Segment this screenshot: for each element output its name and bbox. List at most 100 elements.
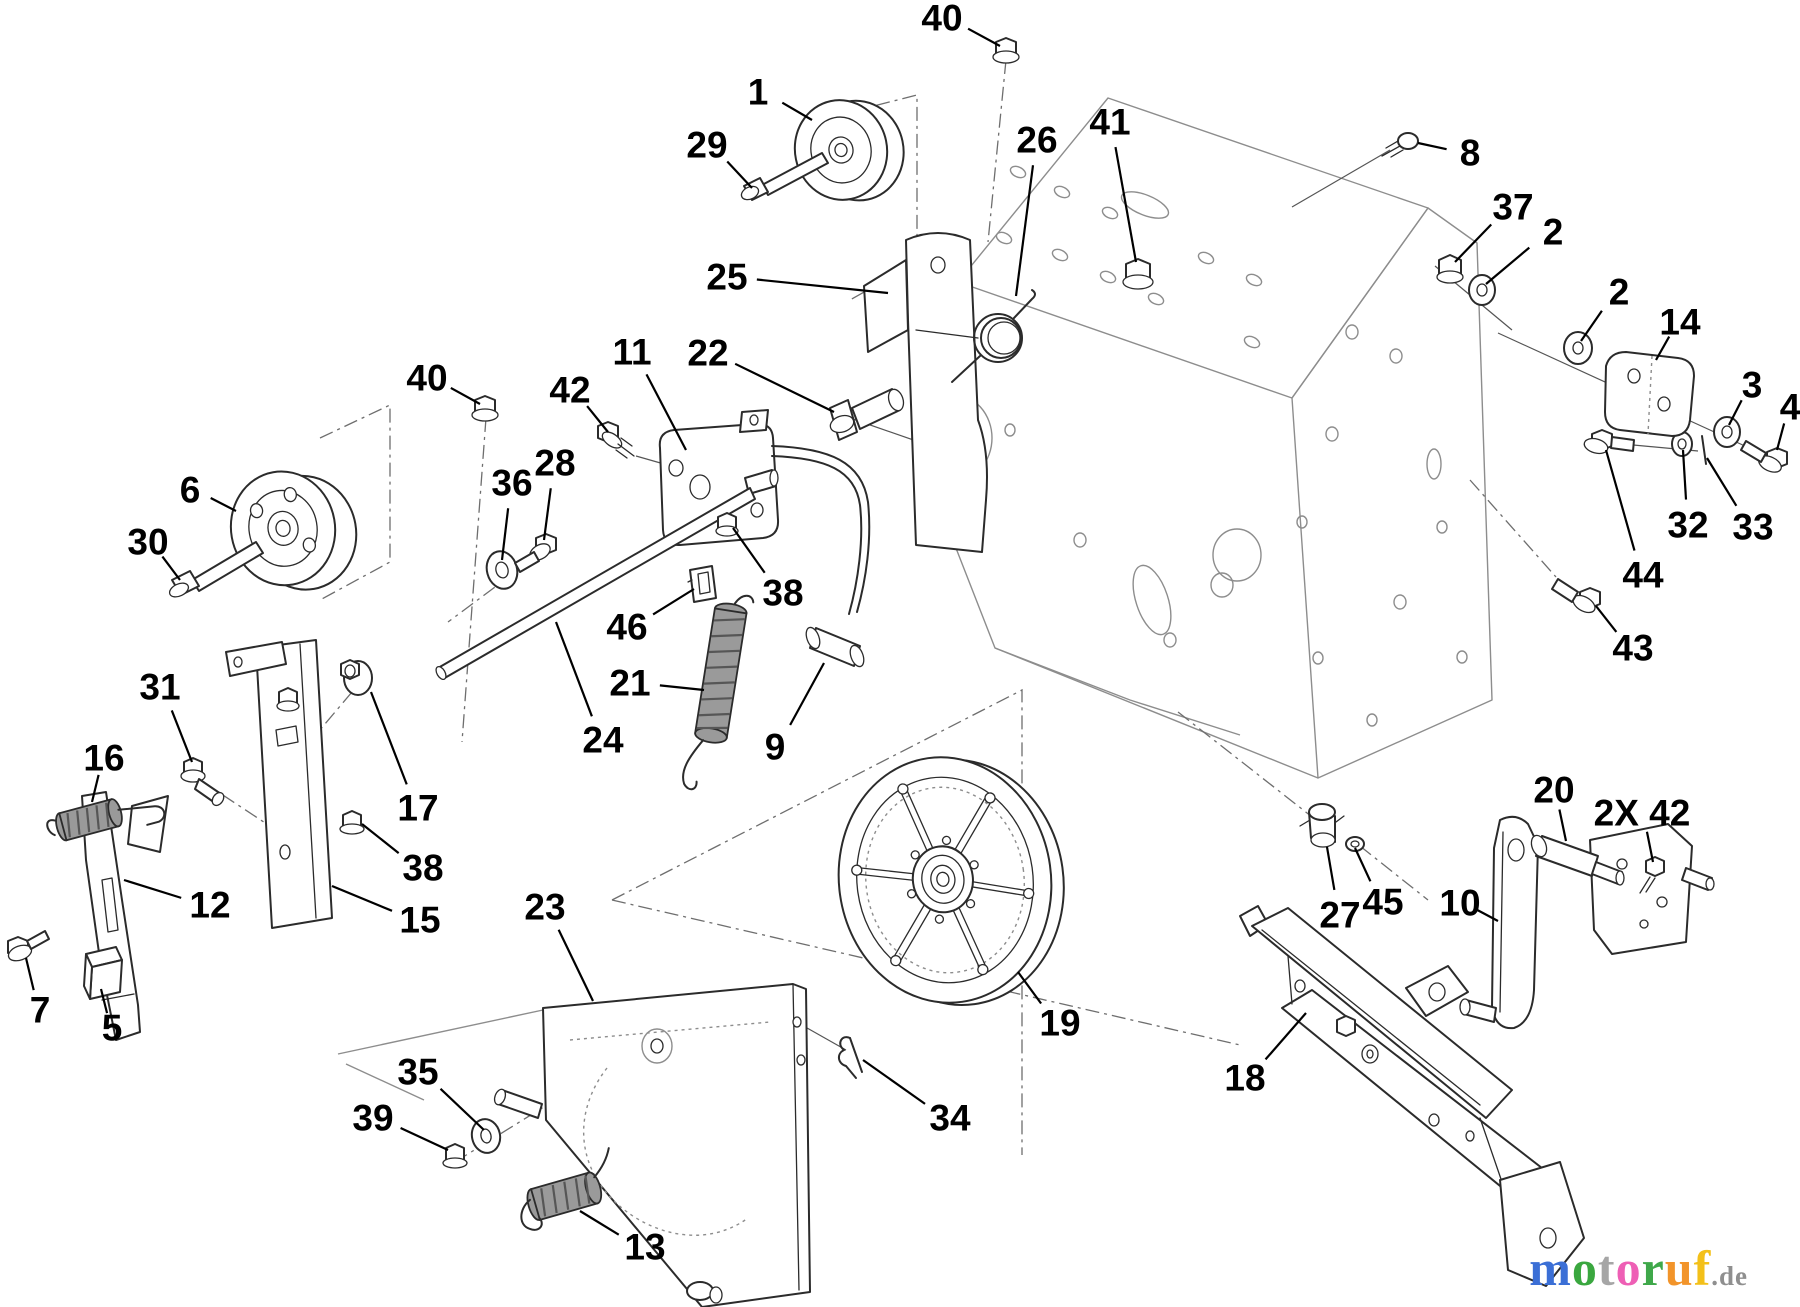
axle-rod-24: [435, 487, 756, 681]
washer-3: [1713, 416, 1741, 448]
leader-line: [123, 878, 182, 899]
leader-line: [170, 710, 194, 763]
flange-nut-39: [442, 1143, 468, 1169]
watermark-letter: u: [1664, 1240, 1694, 1296]
friction-pad-5: [83, 946, 123, 1000]
callout-label: 10: [1439, 883, 1480, 924]
leader-line: [500, 508, 510, 561]
leader-line: [24, 957, 35, 991]
bolt-4: [1740, 440, 1788, 473]
bolt-43: [1551, 578, 1601, 614]
callout-label: 23: [524, 887, 565, 928]
callout-label: 20: [1533, 770, 1574, 811]
pivot-arm-20: [1530, 823, 1715, 955]
extension-spring-21: [682, 594, 755, 791]
leader-line: [734, 362, 835, 413]
washer-2-lower: [1563, 331, 1593, 365]
callout-label: 42: [549, 370, 590, 411]
leader-line: [645, 373, 687, 451]
callout-label: 24: [582, 720, 624, 761]
bracket-25: [863, 232, 988, 553]
leader-line: [1114, 146, 1138, 263]
bracket-15: [225, 639, 333, 929]
flange-nut-38-upper: [715, 512, 739, 537]
washer-45: [1345, 836, 1365, 852]
callout-label: 35: [397, 1052, 438, 1093]
leader-line: [210, 497, 237, 512]
leader-line: [361, 823, 400, 854]
callout-label: 21: [609, 663, 650, 704]
leader-line: [652, 588, 695, 616]
callout-label: 22: [687, 333, 728, 374]
leader-line: [1417, 141, 1447, 151]
callout-label: 5: [102, 1008, 123, 1049]
leader-line: [1558, 809, 1568, 842]
callout-label: 25: [706, 257, 747, 298]
leader-line: [1728, 399, 1743, 426]
leader-line: [732, 527, 766, 574]
idler-pulley-1: [793, 99, 905, 202]
leader-line: [1595, 605, 1618, 633]
watermark-letter: o: [1571, 1240, 1598, 1296]
callout-label: 40: [406, 358, 447, 399]
bolt-22: [829, 388, 905, 441]
leader-line: [439, 1088, 485, 1131]
bolt-31: [180, 757, 225, 807]
callout-label: 39: [352, 1098, 393, 1139]
cable-clip-46: [687, 565, 717, 603]
leader-line: [1775, 423, 1786, 451]
leader-line: [1454, 223, 1493, 263]
callout-label: 7: [30, 990, 51, 1031]
callout-label: 15: [399, 900, 440, 941]
callout-label: 34: [929, 1098, 971, 1139]
flange-nut-38-lower: [339, 810, 365, 835]
leader-line: [400, 1127, 449, 1151]
cover-plate-23: [542, 983, 811, 1307]
callout-label: 28: [534, 443, 575, 484]
washer-36: [485, 550, 519, 590]
leader-line: [1580, 310, 1603, 342]
drive-wheel-19: [837, 756, 1065, 1006]
leader-line: [1014, 165, 1035, 297]
leader-line: [554, 621, 593, 717]
leader-line: [331, 884, 393, 912]
bolt-29: [740, 152, 829, 201]
callout-label: 16: [83, 738, 124, 779]
callout-label: 32: [1667, 505, 1708, 546]
hairpin-cotter-34: [838, 1036, 863, 1079]
leader-line: [1681, 449, 1688, 500]
leader-line: [1655, 335, 1671, 361]
shift-rod-9: [771, 445, 871, 668]
callout-label: 19: [1039, 1003, 1080, 1044]
callout-label: 29: [686, 125, 727, 166]
leader-line: [557, 929, 594, 1002]
leader-line: [579, 1210, 620, 1236]
leader-line: [781, 101, 813, 121]
callout-label: 38: [402, 848, 443, 889]
callout-label: 18: [1224, 1058, 1265, 1099]
leader-line: [1604, 449, 1636, 551]
pin-33: [1701, 435, 1707, 465]
callout-label: 8: [1460, 133, 1481, 174]
watermark-letter: o: [1615, 1240, 1642, 1296]
callout-label: 9: [765, 727, 786, 768]
watermark-letter: f: [1693, 1240, 1712, 1296]
callout-label: 33: [1732, 507, 1773, 548]
leader-line: [369, 691, 408, 785]
callout-label: 2X 42: [1594, 793, 1691, 834]
leader-line: [1325, 846, 1336, 891]
leader-line: [1485, 246, 1531, 285]
callout-label: 27: [1319, 895, 1360, 936]
bolt-2x42: [1639, 856, 1665, 894]
watermark-letter: t: [1597, 1240, 1616, 1296]
callout-label: 6: [180, 470, 201, 511]
leader-line: [659, 684, 705, 692]
leader-line: [789, 662, 825, 726]
callout-label: 17: [397, 788, 438, 829]
extension-spring-16: [46, 798, 166, 842]
watermark-logo: motoruf.de: [1529, 1239, 1748, 1297]
bracket-11: [658, 409, 780, 547]
leader-line: [90, 774, 100, 803]
